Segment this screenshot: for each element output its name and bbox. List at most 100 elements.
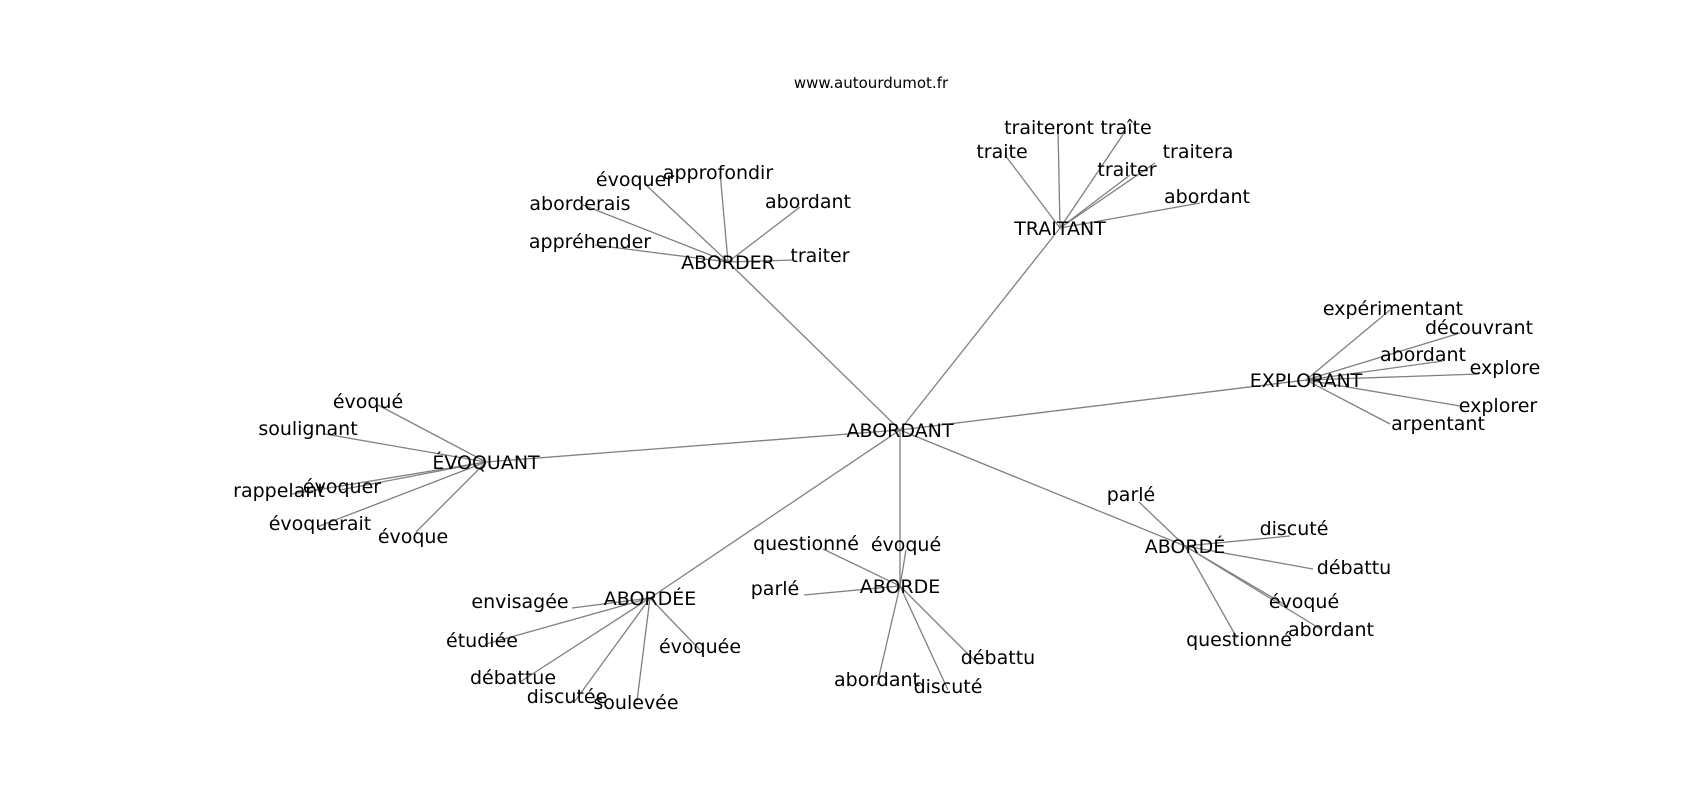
edge-root-hub (727, 261, 901, 431)
hub-node-label: ABORDER (681, 252, 775, 274)
leaf-node-label: parlé (1107, 484, 1155, 506)
edge-hub-leaf (1184, 545, 1314, 570)
leaf-node-label: explorer (1459, 395, 1538, 417)
leaf-node-label: débattu (1317, 557, 1391, 579)
edge-hub-leaf (1305, 379, 1391, 425)
edge-hub-leaf (574, 597, 651, 702)
edge-hub-leaf (644, 183, 729, 263)
edge-root-hub (649, 429, 901, 599)
leaf-node-label: évoqué (333, 391, 403, 413)
leaf-node-label: évoquerait (269, 513, 372, 535)
leaf-node-label: approfondir (663, 162, 773, 184)
leaf-node-label: soulignant (258, 418, 357, 440)
leaf-node-label: abordant (1164, 186, 1250, 208)
leaf-node-label: traite (976, 141, 1027, 163)
edge-root-hub (485, 429, 901, 463)
leaf-node-label: rappelant (233, 480, 325, 502)
edge-hub-leaf (1184, 545, 1323, 631)
watermark-text: www.autourdumot.fr (794, 74, 949, 92)
leaf-node-label: débattu (961, 647, 1035, 669)
leaf-node-label: abordant (765, 191, 851, 213)
leaf-node-label: appréhender (529, 231, 651, 253)
leaf-node-label: traiter (790, 245, 849, 267)
leaf-node-label: évoque (378, 526, 448, 548)
edge-hub-leaf (485, 597, 651, 645)
root-node-label: ABORDANT (847, 420, 954, 442)
edge-hub-leaf (1138, 501, 1186, 547)
hub-node-label: ABORDÉE (604, 587, 697, 610)
leaf-node-label: explore (1470, 357, 1541, 379)
edge-hub-leaf (1305, 309, 1391, 381)
edge-root-hub (899, 227, 1061, 431)
leaf-node-label: traiter (1097, 159, 1156, 181)
leaf-node-label: débattue (470, 667, 556, 689)
leaf-node-label: évoqué (871, 534, 941, 556)
leaf-node-label: discuté (914, 676, 983, 698)
edge-hub-leaf (324, 433, 487, 463)
edge-hub-leaf (571, 597, 651, 609)
edge-hub-leaf (582, 204, 729, 263)
edge-hub-leaf (1059, 202, 1201, 229)
hub-node-label: ABORDE (860, 576, 941, 598)
leaf-node-label: traiteront (1004, 117, 1094, 139)
edge-hub-leaf (1184, 545, 1238, 639)
edge-hub-leaf (1059, 174, 1131, 229)
edge-hub-leaf (822, 548, 901, 587)
edge-hub-leaf (649, 597, 701, 651)
edge-hub-leaf (339, 461, 487, 491)
edge-hub-leaf (727, 206, 801, 263)
labels-layer: évoquer approfondir aborderais abordant appr… (233, 117, 1540, 714)
leaf-node-label: traîte (1100, 117, 1151, 139)
leaf-node-label: discuté (1260, 518, 1329, 540)
leaf-node-label: évoquée (659, 636, 741, 658)
edge-hub-leaf (1059, 132, 1125, 229)
edge-hub-leaf (719, 171, 729, 263)
edge-hub-leaf (1305, 373, 1480, 381)
leaf-node-label: étudiée (446, 630, 518, 652)
edge-root-hub (899, 429, 1186, 547)
edge-hub-leaf (594, 244, 729, 263)
leaf-node-label: parlé (751, 578, 799, 600)
leaf-node-label: traitera (1163, 141, 1234, 163)
leaf-node-label: abordant (834, 669, 920, 691)
edge-hub-leaf (899, 585, 949, 691)
leaf-node-label: expérimentant (1323, 298, 1463, 320)
edge-hub-leaf (727, 259, 795, 263)
edge-hub-leaf (1305, 379, 1461, 407)
leaf-node-label: discutée (527, 686, 608, 708)
edge-hub-leaf (899, 585, 979, 665)
leaf-node-label: évoquer (303, 476, 381, 498)
leaf-node-label: questionné (1186, 629, 1292, 651)
leaf-node-label: envisagée (471, 591, 568, 613)
edges-layer (291, 127, 1480, 702)
edge-hub-leaf (1305, 332, 1461, 381)
leaf-node-label: évoqué (1269, 591, 1339, 613)
edge-hub-leaf (1305, 360, 1444, 381)
edge-hub-leaf (876, 585, 901, 686)
edge-hub-leaf (415, 461, 487, 533)
leaf-node-label: arpentant (1391, 413, 1485, 435)
edge-hub-leaf (803, 585, 901, 596)
edge-hub-leaf (316, 461, 487, 528)
edge-hub-leaf (1057, 127, 1061, 229)
leaf-node-label: aborderais (529, 193, 630, 215)
edge-hub-leaf (636, 597, 651, 702)
hub-node-label: ABORDÉ (1145, 535, 1226, 558)
edge-root-hub (899, 379, 1307, 431)
edge-hub-leaf (519, 597, 651, 683)
edge-hub-leaf (1059, 162, 1156, 229)
edge-hub-leaf (291, 461, 487, 495)
leaf-node-label: questionné (753, 533, 859, 555)
edge-hub-leaf (1184, 535, 1291, 547)
leaf-node-label: abordant (1288, 619, 1374, 641)
hub-node-label: EXPLORANT (1250, 370, 1363, 392)
hub-node-label: TRAITANT (1013, 218, 1106, 240)
hub-node-label: ÉVOQUANT (432, 451, 540, 474)
leaf-node-label: abordant (1380, 344, 1466, 366)
edge-hub-leaf (1004, 154, 1061, 229)
leaf-node-label: découvrant (1425, 317, 1533, 339)
edge-hub-leaf (899, 549, 907, 587)
edge-hub-leaf (375, 403, 487, 463)
leaf-node-label: soulevée (593, 692, 678, 714)
